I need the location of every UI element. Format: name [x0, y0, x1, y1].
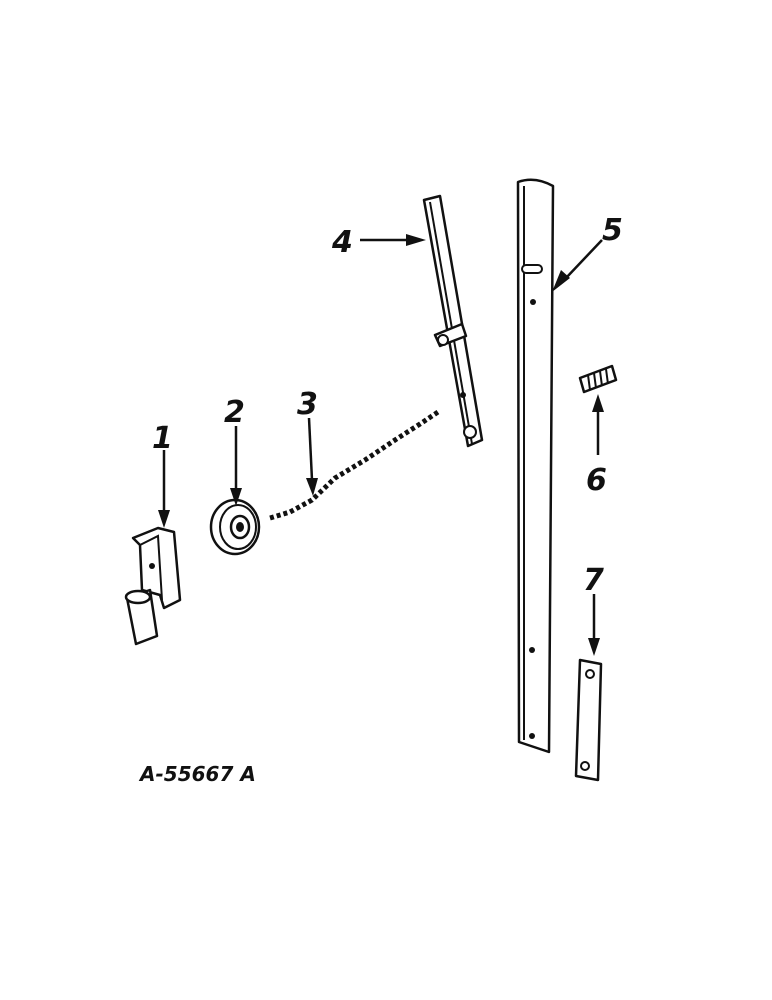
- part-3-cable: [269, 409, 440, 521]
- leader-1: [158, 450, 170, 528]
- callout-7: 7: [583, 563, 604, 598]
- callout-1: 1: [152, 421, 173, 456]
- callout-6: 6: [586, 463, 607, 498]
- callout-3: 3: [297, 387, 318, 422]
- leader-5: [552, 239, 603, 292]
- leader-6: [592, 394, 604, 455]
- callout-4: 4: [331, 225, 353, 260]
- leader-7: [588, 594, 600, 656]
- callout-2: 2: [224, 395, 245, 430]
- part-7-plate: [574, 658, 603, 782]
- part-6-bolt: [578, 364, 618, 394]
- part-4-arm: [422, 194, 484, 448]
- part-5-rail: [516, 178, 555, 754]
- callout-5: 5: [602, 213, 623, 248]
- part-2-pulley: [209, 498, 261, 556]
- leader-2: [230, 426, 242, 506]
- part-1-bracket-roller: [124, 526, 182, 646]
- leader-3: [306, 417, 318, 496]
- leader-4: [360, 234, 426, 246]
- figure-reference-code: A-55667 A: [138, 762, 256, 786]
